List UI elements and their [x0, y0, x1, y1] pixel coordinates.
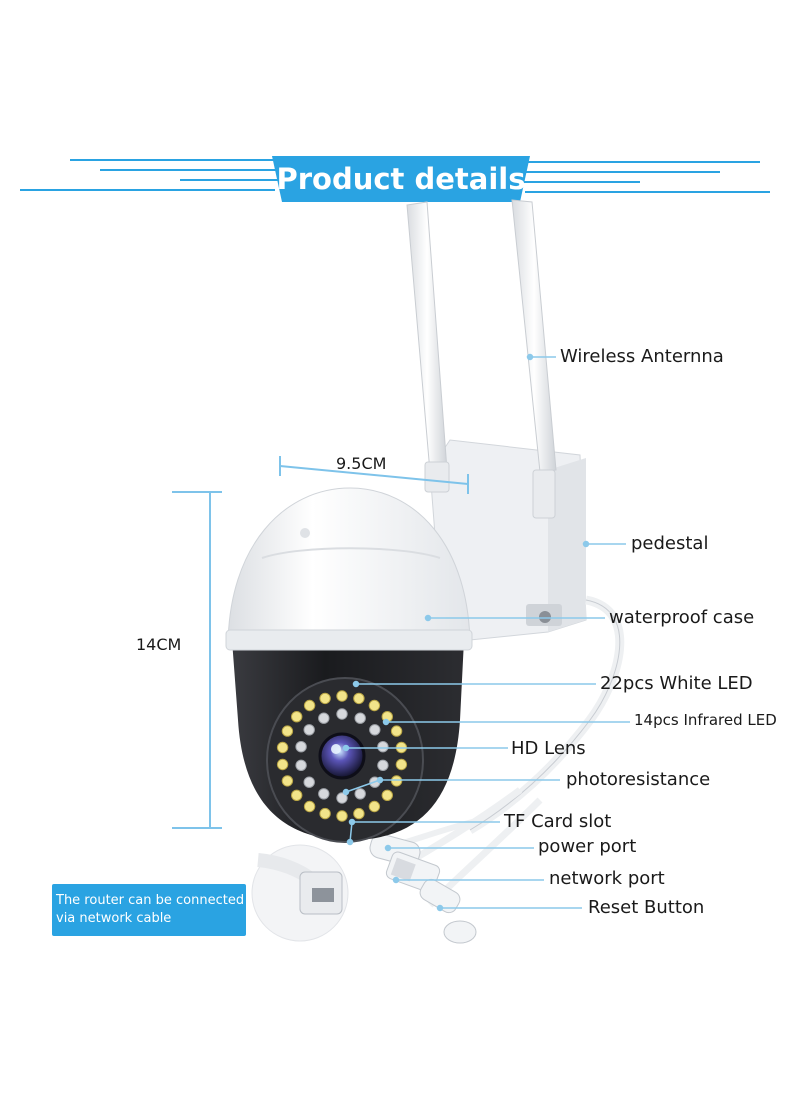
- callout-hd-lens: HD Lens: [511, 738, 586, 759]
- white-led: [303, 699, 316, 712]
- infrared-led: [303, 724, 315, 736]
- infrared-led: [303, 776, 315, 788]
- title-banner-shape: [272, 156, 530, 202]
- white-led: [276, 741, 289, 754]
- white-led: [390, 725, 403, 737]
- callout-photoresistance: photoresistance: [566, 769, 711, 790]
- infrared-led: [318, 788, 330, 800]
- white-led: [368, 699, 381, 712]
- infrared-led: [295, 759, 307, 771]
- led-ring: [276, 690, 408, 822]
- callout-pedestal: pedestal: [631, 533, 709, 554]
- header-lines-left: [20, 159, 290, 191]
- callout-reset-button: Reset Button: [588, 897, 705, 918]
- header-lines-right: [512, 161, 770, 193]
- white-led: [281, 725, 294, 737]
- infrared-led: [336, 708, 348, 720]
- white-led: [276, 758, 289, 771]
- white-led: [291, 711, 303, 723]
- lens: [318, 732, 366, 780]
- white-led: [368, 800, 381, 813]
- callout-white-led: 22pcs White LED: [600, 673, 753, 694]
- router-note-box: [52, 884, 246, 936]
- infrared-led: [377, 759, 389, 771]
- camera-dome: [227, 487, 471, 649]
- antenna-left: [406, 201, 450, 493]
- infrared-led: [354, 712, 366, 724]
- router-note-line-1: The router can be connected: [56, 893, 245, 908]
- infrared-led: [369, 724, 381, 736]
- callout-tf-card-slot: TF Card slot: [504, 811, 612, 832]
- page-title: Product details: [276, 162, 526, 196]
- white-led: [319, 692, 331, 705]
- infrared-led: [377, 741, 389, 753]
- callout-power-port: power port: [538, 836, 637, 857]
- network-cable-photo: [251, 844, 349, 942]
- white-led: [381, 789, 393, 801]
- white-led: [353, 692, 365, 705]
- white-led: [390, 775, 403, 787]
- width-dimension-label: 9.5CM: [336, 454, 387, 473]
- white-led: [395, 758, 408, 771]
- antenna-right: [511, 199, 557, 519]
- router-note-line-2: via network cable: [56, 911, 172, 926]
- white-led: [336, 690, 348, 702]
- callout-infrared-led: 14pcs Infrared LED: [634, 711, 777, 729]
- white-led: [336, 810, 348, 822]
- router-note: The router can be connected via network …: [56, 892, 246, 928]
- white-led: [291, 789, 303, 801]
- callout-waterproof-case: waterproof case: [609, 607, 755, 628]
- infrared-led: [318, 712, 330, 724]
- infrared-led: [295, 741, 307, 753]
- callout-lines: [342, 353, 630, 912]
- height-dimension-label: 14CM: [136, 635, 182, 654]
- callout-antenna: Wireless Anternna: [560, 346, 724, 367]
- white-led: [281, 775, 294, 787]
- infrared-led: [354, 788, 366, 800]
- width-dimension: [279, 456, 469, 494]
- infrared-led: [336, 792, 348, 804]
- white-led: [319, 807, 331, 820]
- callout-network-port: network port: [549, 868, 665, 889]
- white-led: [303, 800, 316, 813]
- white-led: [353, 807, 365, 820]
- height-dimension: [172, 491, 222, 829]
